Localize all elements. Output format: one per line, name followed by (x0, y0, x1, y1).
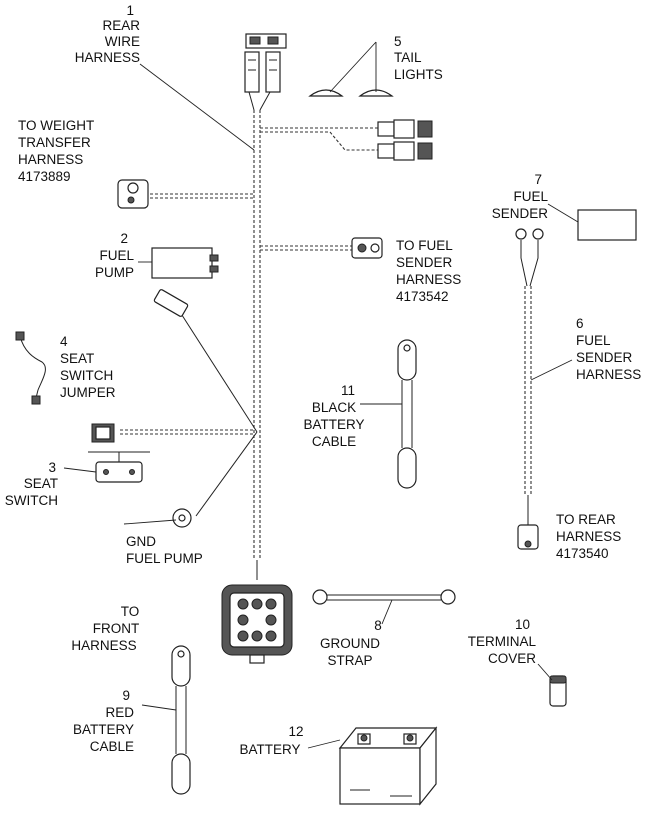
svg-text:BATTERY: BATTERY (239, 742, 300, 757)
svg-text:COVER: COVER (488, 651, 536, 666)
svg-text:GND: GND (126, 534, 156, 549)
svg-text:SWITCH: SWITCH (60, 368, 113, 383)
svg-text:HARNESS: HARNESS (556, 529, 621, 544)
svg-text:PUMP: PUMP (95, 265, 134, 280)
svg-text:GROUND: GROUND (320, 636, 380, 651)
label-fuel-sender-conn: TO FUEL SENDER HARNESS 4173542 (396, 238, 461, 304)
label-terminal-cover: 10 TERMINAL COVER (468, 617, 537, 666)
label-tail-lights: 5 TAIL LIGHTS (394, 34, 443, 82)
svg-text:BATTERY: BATTERY (303, 417, 364, 432)
svg-text:TRANSFER: TRANSFER (18, 135, 91, 150)
svg-text:HARNESS: HARNESS (18, 152, 83, 167)
svg-text:6: 6 (576, 316, 584, 331)
svg-text:7: 7 (534, 172, 542, 187)
svg-text:SENDER: SENDER (576, 350, 633, 365)
svg-text:4173889: 4173889 (18, 169, 71, 184)
battery (307, 726, 438, 806)
svg-text:4173542: 4173542 (396, 289, 449, 304)
svg-text:HARNESS: HARNESS (396, 272, 461, 287)
svg-text:TO FUEL: TO FUEL (396, 238, 453, 253)
svg-text:1: 1 (126, 3, 134, 18)
svg-text:RED: RED (105, 705, 134, 720)
svg-text:TAIL: TAIL (394, 50, 422, 65)
svg-text:CABLE: CABLE (312, 434, 356, 449)
label-seat-switch: 3 SEAT SWITCH (5, 460, 58, 508)
label-rear-wire-harness: 1 REAR WIRE HARNESS (75, 3, 141, 65)
svg-text:FUEL: FUEL (99, 248, 134, 263)
terminal-cover (537, 663, 567, 707)
svg-text:SENDER: SENDER (396, 255, 453, 270)
svg-text:BATTERY: BATTERY (73, 722, 134, 737)
label-black-battery-cable: 11 BLACK BATTERY CABLE (303, 383, 364, 449)
svg-text:11: 11 (341, 383, 355, 398)
svg-text:10: 10 (515, 617, 530, 632)
svg-text:LIGHTS: LIGHTS (394, 67, 443, 82)
svg-text:SEAT: SEAT (60, 351, 94, 366)
label-front-harness: TO FRONT HARNESS (71, 604, 139, 653)
svg-text:3: 3 (48, 460, 56, 475)
svg-text:STRAP: STRAP (327, 653, 372, 668)
label-ground-strap: 8 GROUND STRAP (320, 618, 382, 668)
svg-text:JUMPER: JUMPER (60, 385, 116, 400)
svg-text:12: 12 (288, 724, 303, 739)
svg-text:SENDER: SENDER (492, 206, 549, 221)
svg-text:BLACK: BLACK (312, 400, 356, 415)
ground-strap (312, 589, 456, 625)
label-fuel-sender: 7 FUEL SENDER (492, 172, 549, 221)
svg-text:WIRE: WIRE (105, 34, 140, 49)
svg-text:HARNESS: HARNESS (71, 638, 136, 653)
svg-text:TO WEIGHT: TO WEIGHT (18, 118, 94, 133)
svg-text:SEAT: SEAT (24, 476, 58, 491)
svg-text:9: 9 (122, 688, 130, 703)
seat-switch (63, 451, 150, 483)
label-rear-harness: TO REAR HARNESS 4173540 (556, 512, 621, 561)
label-seat-switch-jumper: 4 SEAT SWITCH JUMPER (60, 334, 116, 400)
svg-text:TO: TO (121, 604, 140, 619)
label-fuel-sender-harness: 6 FUEL SENDER HARNESS (576, 316, 641, 382)
label-fuel-pump: 2 FUEL PUMP (95, 231, 135, 280)
svg-text:FUEL: FUEL (513, 189, 548, 204)
svg-text:TERMINAL: TERMINAL (468, 634, 537, 649)
gnd-leader (123, 519, 177, 525)
svg-text:FUEL PUMP: FUEL PUMP (126, 551, 203, 566)
svg-text:SWITCH: SWITCH (5, 493, 58, 508)
svg-text:4173540: 4173540 (556, 546, 609, 561)
svg-text:FRONT: FRONT (93, 621, 140, 636)
svg-text:FUEL: FUEL (576, 333, 611, 348)
svg-text:2: 2 (120, 231, 128, 246)
svg-text:HARNESS: HARNESS (576, 367, 641, 382)
svg-text:8: 8 (374, 618, 382, 633)
svg-text:HARNESS: HARNESS (75, 50, 140, 65)
svg-text:4: 4 (60, 334, 68, 349)
seat-switch-jumper (15, 331, 46, 405)
fuel-sender-harness (515, 228, 573, 550)
red-battery-cable (141, 645, 191, 795)
tail-lights (308, 41, 394, 97)
black-battery-cable (360, 339, 417, 489)
svg-text:CABLE: CABLE (90, 739, 134, 754)
label-battery: 12 BATTERY (239, 724, 303, 757)
label-weight-transfer: TO WEIGHT TRANSFER HARNESS 4173889 (18, 118, 94, 184)
label-gnd-fuel-pump: GND FUEL PUMP (126, 534, 203, 566)
fuel-pump (138, 247, 219, 279)
label-red-battery-cable: 9 RED BATTERY CABLE (73, 688, 134, 754)
fuel-sender (547, 203, 637, 241)
harness-leader (139, 63, 255, 151)
rear-wire-harness (91, 33, 433, 664)
svg-text:5: 5 (394, 34, 402, 49)
svg-text:REAR: REAR (102, 18, 140, 33)
svg-text:TO REAR: TO REAR (556, 512, 616, 527)
